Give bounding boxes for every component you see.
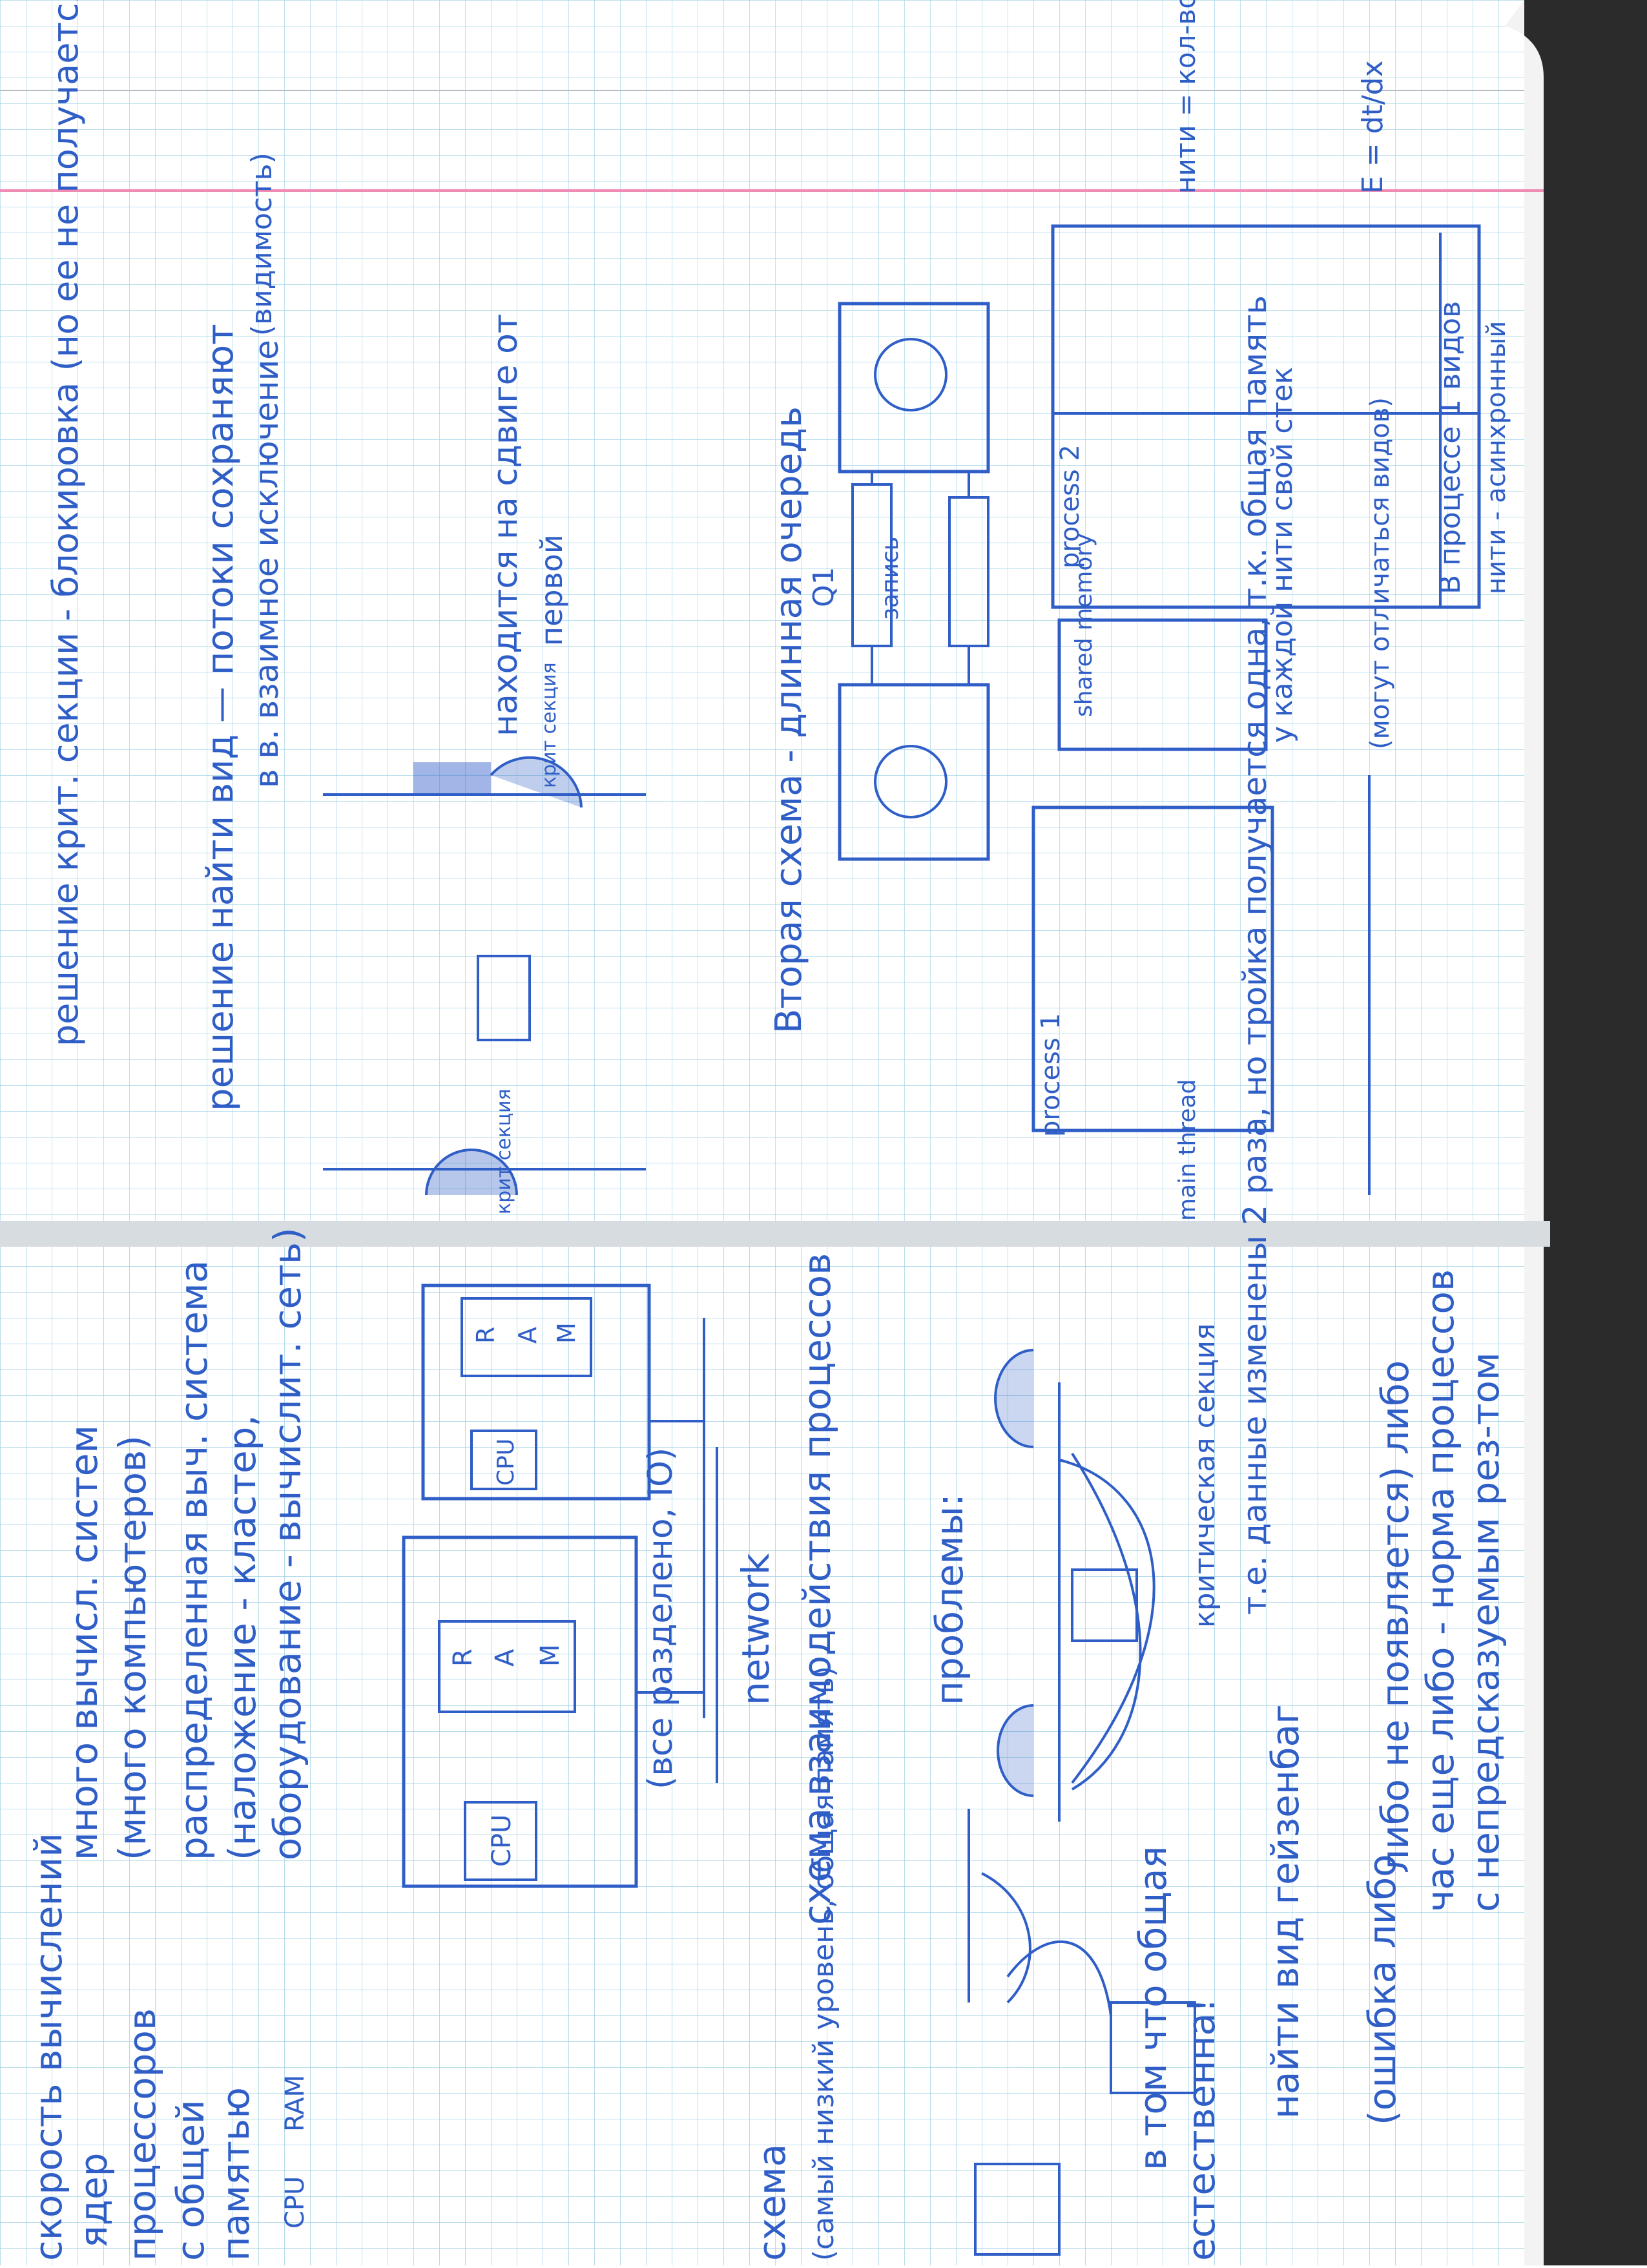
x1-box <box>974 2163 1061 2256</box>
machine-box-1 <box>402 1535 638 1888</box>
note-mutual-exclusion: в в. взаимное исключение <box>248 340 285 788</box>
process1-box <box>1031 806 1274 1132</box>
ram-m-2: M <box>552 1322 581 1344</box>
note-cpu-small: CPU <box>280 2176 310 2229</box>
note-cluster: (наложение - кластер, <box>220 1415 264 1860</box>
note-each-thread-stack: у каждой нити свой стек <box>1266 367 1299 743</box>
ram-box-1 <box>438 1620 576 1713</box>
note-cores: ядер <box>72 2153 116 2249</box>
note-critical-section: критическая секция <box>1188 1324 1221 1628</box>
note-second-scheme: Вторая схема - длинная очередь <box>768 406 810 1034</box>
label-main-thread: main thread <box>1174 1079 1201 1221</box>
ram-r-2: R <box>471 1327 500 1344</box>
note-or-not-appear: либо не появляется) либо <box>1373 1360 1417 1873</box>
cpu-label-2: CPU <box>493 1439 519 1486</box>
ram-r-1: R <box>448 1649 478 1667</box>
note-scheme: схема <box>750 2144 794 2261</box>
note-race-condition: час еще либо - норма процессов <box>1418 1269 1462 1912</box>
note-crit-section-solution: решение крит. секции - блокировка (но ее… <box>45 0 86 1046</box>
note-speed: скорость вычислений <box>26 1833 70 2261</box>
note-ram-small: RAM <box>280 2075 310 2132</box>
note-formula: E = dt/dx <box>1356 60 1389 194</box>
note-may-differ: (могут отличаться видов) <box>1365 397 1395 749</box>
note-network-hw: оборудование - вычислит. сеть) <box>265 1227 309 1860</box>
note-data-changed: т.е. данные изменены 2 раза, но тройка п… <box>1236 295 1274 1615</box>
note-problems: проблемы: <box>927 1493 971 1705</box>
label-shared-memory: shared memory <box>1071 533 1097 717</box>
cpu-box-1 <box>464 1801 537 1881</box>
note-lowest-level: (самый низкий уровень, общая память) <box>807 1666 840 2261</box>
note-located-shift: находится на сдвиге от <box>486 314 525 736</box>
note-visibility: (видимость) <box>245 152 278 336</box>
note-many-systems: много вычисл. систем <box>62 1425 106 1860</box>
note-unpredictable: с непредсказуемым рез-том <box>1464 1352 1507 1912</box>
note-natural: естественна! <box>1179 1998 1223 2261</box>
note-shared: с общей <box>169 2099 212 2261</box>
paper-right-page <box>0 0 1524 1237</box>
page-edge-right <box>1524 0 1647 2265</box>
ram-box-2 <box>461 1297 592 1377</box>
note-heisenbug: найти вид гейзенбаг <box>1263 1704 1307 2119</box>
note-crit-section-right: крит секция <box>538 662 561 788</box>
ram-a-2: A <box>513 1327 542 1344</box>
note-all-separated: (все разделено, IO) <box>641 1448 680 1789</box>
note-threads-cores: нити = кол-во ядер <box>1170 0 1201 194</box>
label-process2: process 2 <box>1055 444 1085 568</box>
spine-shadow <box>0 1221 1550 1247</box>
note-memory: памятью <box>214 2087 258 2261</box>
paper-left-page <box>0 1237 1544 2265</box>
label-process1: process 1 <box>1036 1013 1066 1137</box>
note-network: network <box>734 1553 778 1705</box>
note-processors: процессоров <box>120 2008 164 2261</box>
note-process1-views: В процессе 1 видов <box>1434 301 1467 594</box>
cpu-box-2 <box>470 1430 537 1490</box>
note-first: первой <box>534 534 569 646</box>
shared-memory-box <box>1057 618 1268 751</box>
note-record: запись <box>877 537 904 620</box>
note-crit-section-left: крит секция <box>493 1088 515 1214</box>
cpu-label-1: CPU <box>487 1815 517 1867</box>
ram-m-1: M <box>535 1644 565 1667</box>
note-solution-threads: решение найти вид — потоки сохраняют <box>200 324 242 1111</box>
note-in-that-shared: в том что общая <box>1131 1846 1175 2170</box>
machine-box-2 <box>421 1284 651 1501</box>
ram-a-1: A <box>490 1649 520 1667</box>
x2-box <box>1110 2001 1196 2094</box>
note-async: нити - асинхронный <box>1482 321 1511 594</box>
note-q1: Q1 <box>807 567 840 607</box>
note-distributed: распределенная выч. система <box>172 1260 216 1860</box>
note-interaction-scheme: схема взаимодействия процессов <box>795 1253 839 1925</box>
note-many-computers: (много компьютеров) <box>110 1435 154 1860</box>
note-error-either: (ошибка либо <box>1360 1854 1404 2125</box>
process2-box <box>1051 224 1481 609</box>
